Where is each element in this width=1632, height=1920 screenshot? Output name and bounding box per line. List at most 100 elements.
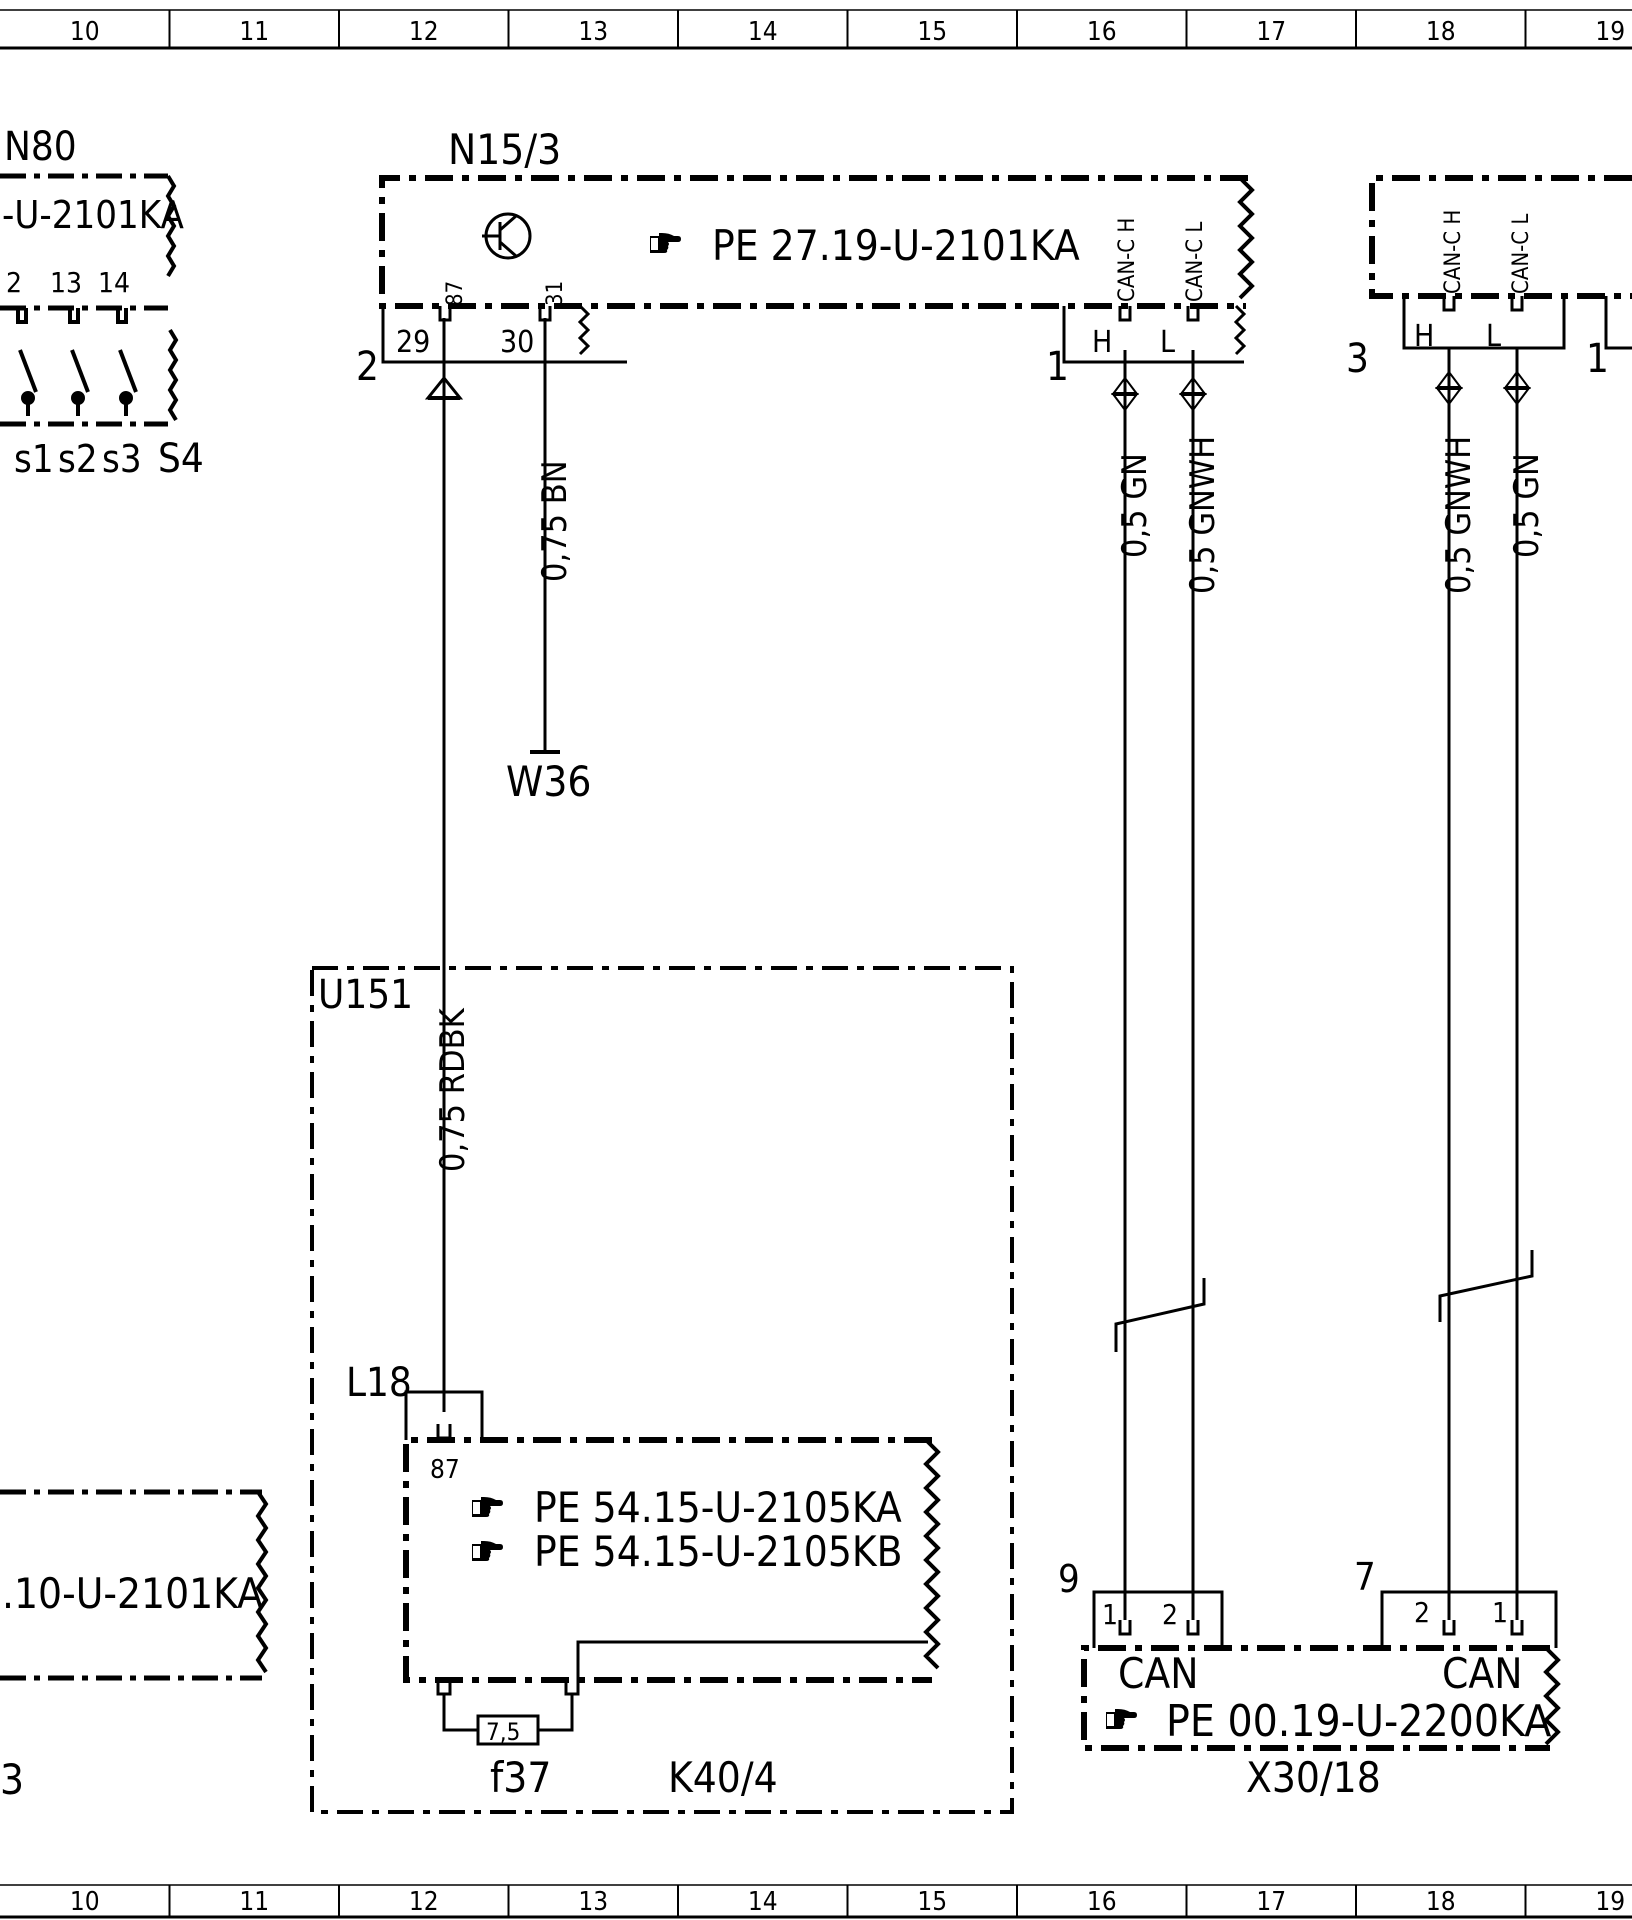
k40-4-ref-2: PE 54.15-U-2105KB [534,1527,903,1576]
twisted-pair-markers [1114,1250,1534,1352]
x30-18-outline [1081,1645,1550,1751]
x30-18-pin-1-right: 1 [1492,1596,1508,1629]
l18-id: L18 [346,1360,412,1406]
bottom-column-label-16: 16 [1087,1887,1117,1917]
top-column-label-12: 12 [409,17,439,47]
bottom-column-ruler [0,1884,1632,1919]
hand-pointer-icon [650,233,681,253]
top-column-ruler [0,9,1632,50]
top-column-label-13: 13 [578,17,608,47]
x30-18-pin-groups [1092,1590,1558,1648]
n80-switch-id: S4 [158,436,204,482]
x30-18-pin-2-right: 2 [1414,1596,1430,1629]
n15-3-pin-can-h: CAN-C H [1115,218,1140,302]
n15-3-conn-h: H [1092,325,1112,360]
k40-4-pin-87-stub [436,1424,452,1440]
n15-3-conn-no-1: 1 [1046,344,1069,390]
top-column-label-14: 14 [748,17,778,47]
n15-3-pin-31: 31 [543,281,568,306]
bottom-column-label-13: 13 [578,1887,608,1917]
top-column-label-19: 19 [1595,17,1625,47]
k40-4-hand-icon-1 [472,1497,503,1517]
n15-3-pin-can-l: CAN-C L [1183,222,1208,302]
right-unit-pin-can-l: CAN-C L [1509,214,1534,294]
n80-switches [16,308,138,416]
right-unit-conn-h: H [1414,319,1434,354]
left-lower-fragment: 3 [0,1755,24,1804]
bottom-column-label-10: 10 [70,1887,100,1917]
n15-3-conn-30: 30 [500,325,534,360]
n80-pin-2: 2 [6,266,22,299]
top-column-label-15: 15 [917,17,947,47]
right-unit-conn-l: L [1486,319,1501,354]
x30-18-pin-2-left: 2 [1162,1598,1178,1631]
n80-break-top [165,174,177,278]
k40-4-ref-1: PE 54.15-U-2105KA [534,1483,902,1532]
k40-4-internal-wiring [436,1640,928,1732]
fuse-f37-id: f37 [490,1753,551,1802]
right-unit-conn-no-1: 1 [1586,336,1609,382]
n15-3-break [1237,176,1255,300]
top-column-labels: 10 11 12 13 14 15 16 17 18 19 [70,10,1625,48]
top-column-label-17: 17 [1256,17,1286,47]
k40-4-hand-icon-2 [472,1541,503,1561]
left-lower-break [255,1490,269,1674]
x30-18-can-right: CAN [1442,1649,1523,1698]
n80-id: N80 [4,124,77,170]
k40-4-pin-87: 87 [430,1455,460,1485]
n15-3-outline [379,175,1248,309]
wire-lines [442,318,1519,1620]
k40-4-id: K40/4 [668,1753,778,1802]
x30-18-id: X30/18 [1246,1753,1381,1802]
bottom-column-label-14: 14 [748,1887,778,1917]
top-column-label-16: 16 [1087,17,1117,47]
x30-18-hand-icon [1106,1709,1137,1729]
right-unit-pin-can-h: CAN-C H [1441,210,1466,294]
k40-4-outline [403,1437,932,1683]
u151-outline [310,966,1014,1814]
wire-label-rdbk: 0,75 RDBK [433,1007,473,1172]
right-unit-connectors [1402,296,1632,350]
x30-18-pin-1-left: 1 [1102,1598,1118,1631]
n15-3-ref: PE 27.19-U-2101KA [712,221,1080,270]
left-lower-module [0,1489,262,1681]
top-column-label-10: 10 [70,17,100,47]
x30-18-can-left: CAN [1118,1649,1199,1698]
n80-pin-14: 14 [98,266,130,299]
wire-label-gnwh-2: 0,5 GNWH [1439,436,1479,594]
n80-switch-s1: s1 [14,437,54,481]
n80-module [0,173,168,427]
wire-label-gn-1: 0,5 GN [1115,453,1155,558]
u151-id: U151 [318,972,413,1018]
top-column-label-11: 11 [239,17,269,47]
n80-switch-s3: s3 [102,437,142,481]
l18-connector [404,1390,484,1440]
fuse-f37-rating: 7,5 [486,1718,520,1746]
bottom-column-label-15: 15 [917,1887,947,1917]
right-unit-conn-no-3: 3 [1346,336,1369,382]
transistor-icon [482,212,532,260]
fuse-f37-icon [476,1714,540,1746]
wire-label-gnwh-1: 0,5 GNWH [1183,436,1223,594]
n80-ref: -U-2101KA [2,193,184,237]
n15-3-id: N15/3 [448,125,561,174]
bottom-column-label-19: 19 [1595,1887,1625,1917]
wire-label-bn: 0,75 BN [535,460,575,582]
right-unit-outline [1369,175,1632,299]
x30-18-break [1543,1646,1561,1746]
x30-18-group-7: 7 [1354,1555,1376,1599]
n80-pin-13: 13 [50,266,82,299]
top-column-label-18: 18 [1426,17,1456,47]
n15-3-pin-87: 87 [443,281,468,306]
n15-3-conn-29: 29 [396,325,430,360]
wire-label-gn-2: 0,5 GN [1507,453,1547,558]
n80-break-bottom [167,328,179,422]
bottom-column-label-12: 12 [409,1887,439,1917]
bottom-column-label-18: 18 [1426,1887,1456,1917]
x30-18-group-9: 9 [1058,1557,1080,1601]
n80-switch-s2: s2 [58,437,98,481]
bottom-column-label-11: 11 [239,1887,269,1917]
w36-id: W36 [506,757,591,806]
